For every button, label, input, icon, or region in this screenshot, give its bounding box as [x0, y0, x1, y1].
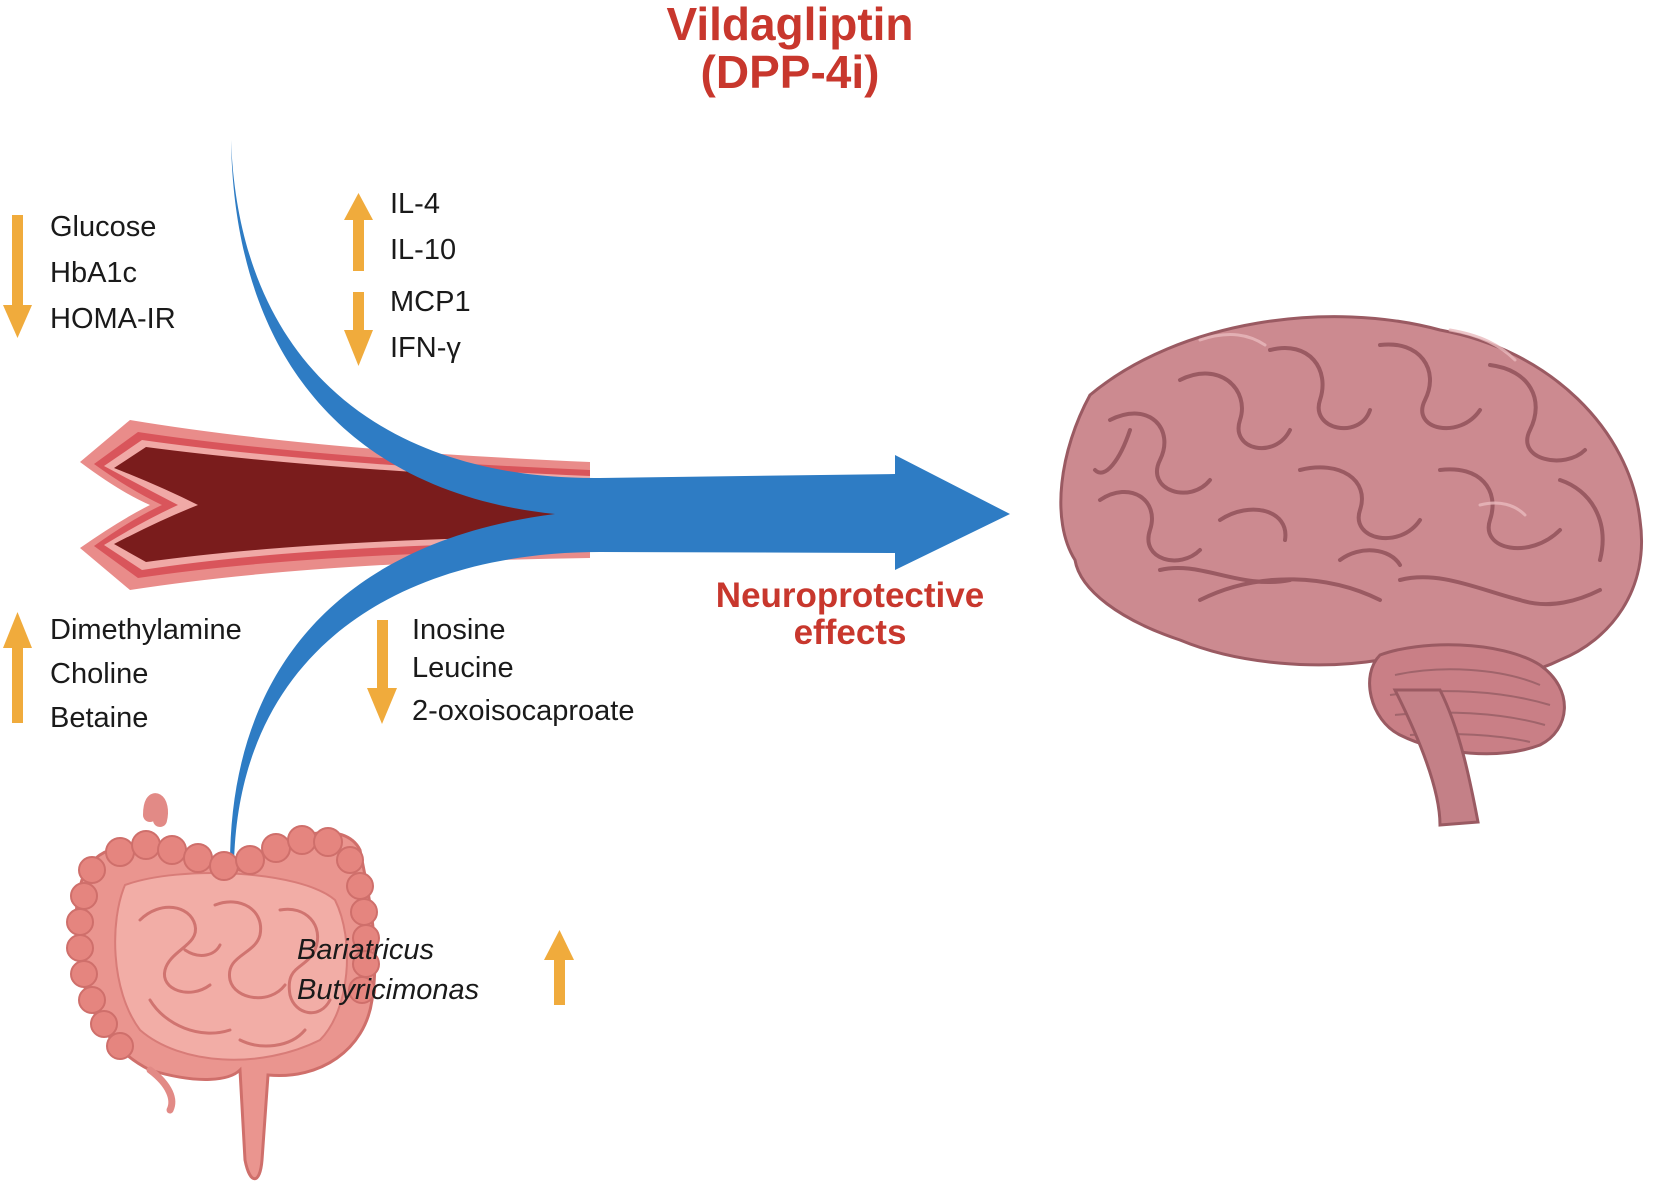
microbiota-item-1: Bariatricus: [297, 934, 434, 966]
outcome-label-line1: Neuroprotective: [715, 576, 985, 615]
drug-title-class: (DPP-4i): [700, 46, 880, 99]
cytokine-down-item-1: MCP1: [390, 286, 471, 318]
metabolite-down-item-1: Inosine: [412, 614, 506, 646]
metabolite-down-item-2: Leucine: [412, 652, 514, 684]
metabolite-down-item-3: 2-oxoisocaproate: [412, 695, 635, 727]
cytokine-up-item-2: IL-10: [390, 234, 457, 266]
cytokine-up-item-1: IL-4: [390, 188, 440, 220]
cytokine-down-item-2: IFN-γ: [390, 332, 461, 364]
drug-title-name: Vildagliptin: [666, 0, 914, 50]
brain-icon: [1059, 315, 1643, 827]
orange-arrow-icon: [3, 193, 574, 1005]
metabolite-up-item-1: Dimethylamine: [50, 614, 242, 646]
intestine-icon: [66, 793, 380, 1181]
microbiota-item-2: Butyricimonas: [297, 974, 480, 1006]
blue-curved-arrow-icon: [230, 140, 1010, 865]
drug-title: Vildagliptin (DPP-4i): [590, 0, 990, 97]
glycemic-item-1: Glucose: [50, 211, 157, 243]
metabolite-up-item-2: Choline: [50, 658, 149, 690]
outcome-label: Neuroprotective effects: [680, 576, 1020, 652]
metabolite-up-item-3: Betaine: [50, 702, 149, 734]
outcome-label-line2: effects: [793, 612, 907, 652]
glycemic-item-3: HOMA-IR: [50, 303, 176, 335]
glycemic-item-2: HbA1c: [50, 257, 138, 289]
